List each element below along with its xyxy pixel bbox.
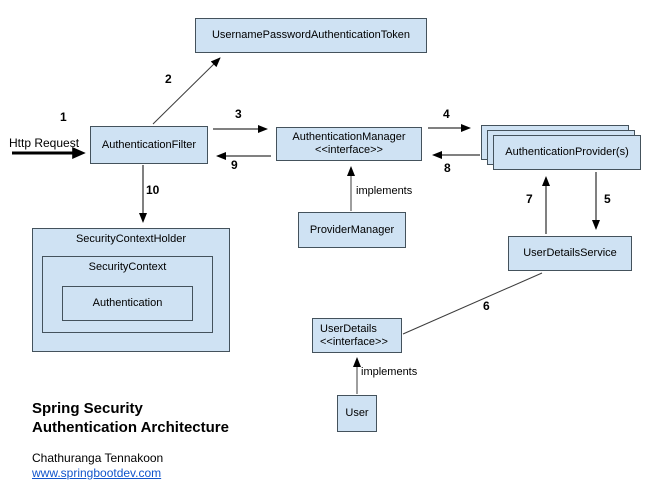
node-label-line1: AuthenticationManager [292, 131, 406, 143]
node-label: Authentication [92, 297, 163, 309]
node-label: ProviderManager [309, 223, 395, 236]
edge-label-10: 10 [146, 183, 160, 197]
node-authentication: Authentication [62, 286, 193, 321]
node-label: SecurityContextHolder [75, 233, 187, 245]
node-username-password-authentication-token: UsernamePasswordAuthenticationToken [195, 18, 427, 53]
edge-label-7: 7 [526, 192, 533, 206]
node-label: User [345, 407, 369, 419]
node-label: SecurityContext [88, 261, 167, 273]
http-request-label: Http Request [9, 136, 80, 150]
website-link[interactable]: www.springbootdev.com [32, 466, 162, 480]
node-user-details: UserDetails <<interface>> [312, 318, 402, 353]
edge-label-3: 3 [235, 107, 242, 121]
node-label-line2: <<interface>> [320, 335, 388, 348]
node-provider-manager: ProviderManager [298, 212, 406, 248]
diagram-title-line1: Spring Security [32, 400, 143, 417]
edge-label-1: 1 [60, 110, 67, 124]
node-label: AuthenticationFilter [101, 138, 197, 151]
arrow-2-filter-to-token [152, 57, 221, 125]
line-6-userdetails-to-userdetailsservice [402, 272, 543, 335]
node-authentication-manager: AuthenticationManager <<interface>> [276, 127, 422, 161]
edge-label-5: 5 [604, 192, 611, 206]
node-authentication-filter: AuthenticationFilter [90, 126, 208, 164]
node-label: UserDetailsService [523, 247, 617, 259]
node-label-line2: <<interface>> [315, 144, 383, 156]
node-authentication-provider: AuthenticationProvider(s) [493, 135, 641, 170]
author-name: Chathuranga Tennakoon [32, 451, 164, 465]
node-label: UsernamePasswordAuthenticationToken [211, 29, 411, 41]
edge-label-2: 2 [165, 72, 172, 86]
edge-label-4: 4 [443, 107, 450, 121]
diagram-title-line2: Authentication Architecture [32, 419, 229, 436]
node-user: User [337, 395, 377, 432]
node-label: AuthenticationProvider(s) [505, 146, 629, 158]
implements-label-user: implements [361, 366, 418, 378]
edge-label-9: 9 [231, 158, 238, 172]
implements-label-provider-manager: implements [356, 185, 413, 197]
edge-label-6: 6 [483, 299, 490, 313]
node-label-line1: UserDetails [320, 322, 377, 335]
edge-label-8: 8 [444, 161, 451, 175]
node-user-details-service: UserDetailsService [508, 236, 632, 271]
diagram-title: Spring Security Authentication Architect… [32, 399, 229, 437]
